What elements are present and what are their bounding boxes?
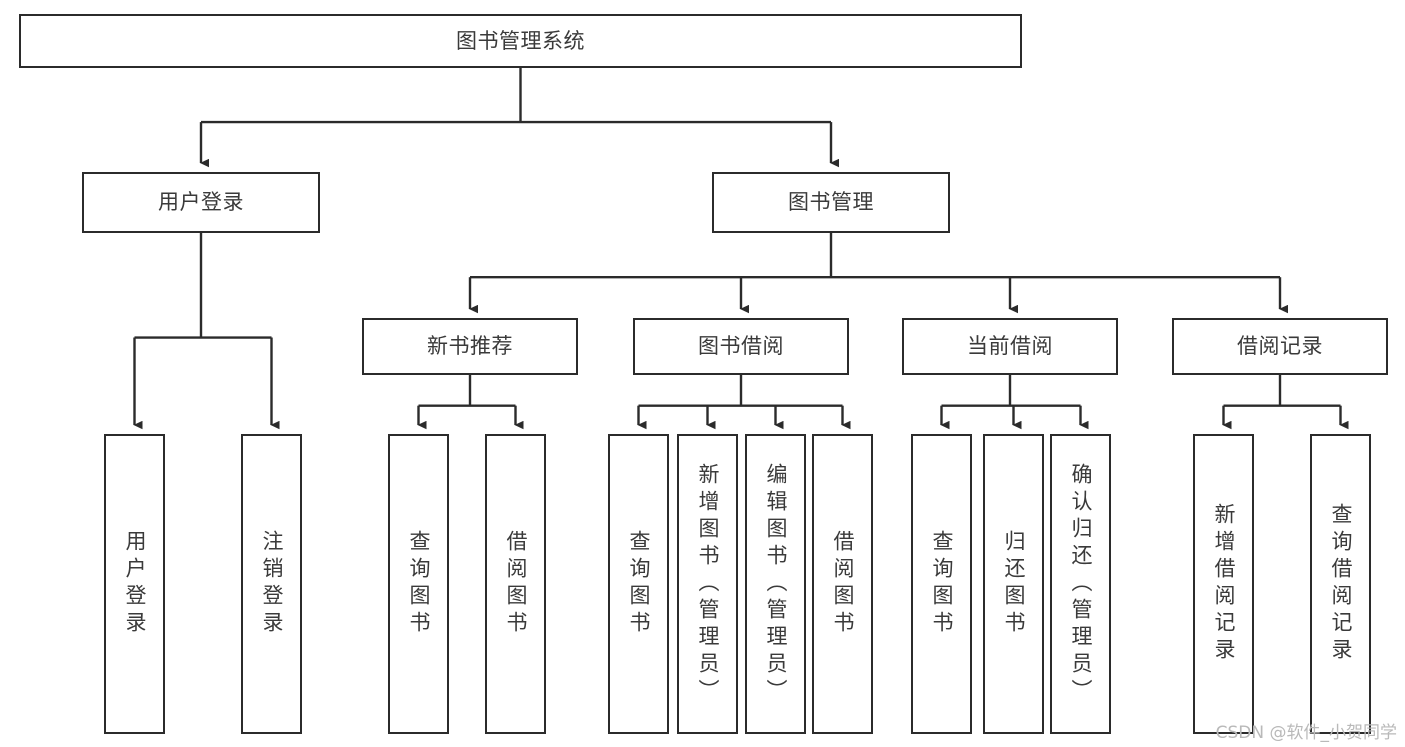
node-label-user-login: 用户登录 xyxy=(158,190,244,215)
node-box-leaf-query-book-borrow[interactable]: 查询图书 xyxy=(608,434,669,734)
node-label-leaf-edit-book-admin: 编辑图书（管理员） xyxy=(764,462,789,706)
node-box-leaf-edit-book-admin[interactable]: 编辑图书（管理员） xyxy=(745,434,806,734)
node-box-book-management[interactable]: 图书管理 xyxy=(712,172,950,233)
node-box-book-borrow[interactable]: 图书借阅 xyxy=(633,318,849,375)
node-label-leaf-borrow-book-rec: 借阅图书 xyxy=(504,530,529,638)
node-label-leaf-user-login: 用户登录 xyxy=(123,530,148,638)
node-label-leaf-logout: 注销登录 xyxy=(260,530,285,638)
node-box-leaf-borrow-book-rec[interactable]: 借阅图书 xyxy=(485,434,546,734)
node-box-user-login[interactable]: 用户登录 xyxy=(82,172,320,233)
node-label-leaf-return-book: 归还图书 xyxy=(1002,530,1027,638)
node-label-leaf-confirm-return-admin: 确认归还（管理员） xyxy=(1069,462,1094,706)
node-box-leaf-logout[interactable]: 注销登录 xyxy=(241,434,302,734)
node-label-borrow-record: 借阅记录 xyxy=(1237,334,1323,359)
node-label-book-management: 图书管理 xyxy=(788,190,874,215)
node-box-leaf-add-book-admin[interactable]: 新增图书（管理员） xyxy=(677,434,738,734)
node-box-leaf-return-book[interactable]: 归还图书 xyxy=(983,434,1044,734)
node-box-leaf-borrow-book[interactable]: 借阅图书 xyxy=(812,434,873,734)
node-box-leaf-user-login[interactable]: 用户登录 xyxy=(104,434,165,734)
node-box-root[interactable]: 图书管理系统 xyxy=(19,14,1022,68)
watermark-text: CSDN @软件_小贺同学 xyxy=(1215,723,1397,743)
node-label-new-book-recommend: 新书推荐 xyxy=(427,334,513,359)
node-label-leaf-query-borrow-record: 查询借阅记录 xyxy=(1329,503,1354,665)
node-label-leaf-add-book-admin: 新增图书（管理员） xyxy=(696,462,721,706)
node-box-leaf-query-borrow-record[interactable]: 查询借阅记录 xyxy=(1310,434,1371,734)
node-box-new-book-recommend[interactable]: 新书推荐 xyxy=(362,318,578,375)
node-label-leaf-query-book-borrow: 查询图书 xyxy=(627,530,652,638)
node-label-leaf-query-book-rec: 查询图书 xyxy=(407,530,432,638)
node-box-borrow-record[interactable]: 借阅记录 xyxy=(1172,318,1388,375)
node-label-current-borrow: 当前借阅 xyxy=(967,334,1053,359)
node-box-leaf-query-book-current[interactable]: 查询图书 xyxy=(911,434,972,734)
node-box-leaf-add-borrow-record[interactable]: 新增借阅记录 xyxy=(1193,434,1254,734)
node-box-leaf-query-book-rec[interactable]: 查询图书 xyxy=(388,434,449,734)
node-box-leaf-confirm-return-admin[interactable]: 确认归还（管理员） xyxy=(1050,434,1111,734)
node-label-root: 图书管理系统 xyxy=(456,28,585,53)
node-box-current-borrow[interactable]: 当前借阅 xyxy=(902,318,1118,375)
node-label-leaf-add-borrow-record: 新增借阅记录 xyxy=(1212,503,1237,665)
node-label-leaf-query-book-current: 查询图书 xyxy=(930,530,955,638)
node-label-book-borrow: 图书借阅 xyxy=(698,334,784,359)
node-label-leaf-borrow-book: 借阅图书 xyxy=(831,530,856,638)
